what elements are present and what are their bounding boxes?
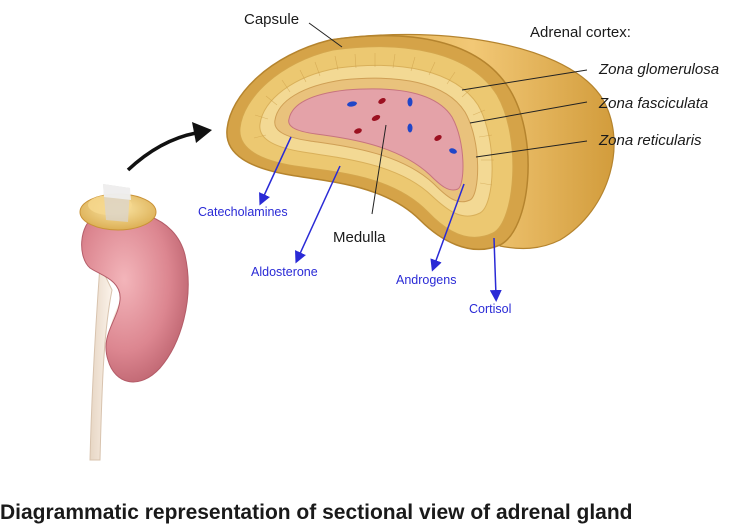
capsule-label: Capsule bbox=[244, 11, 300, 28]
adrenal-cortex-heading: Adrenal cortex: bbox=[530, 24, 631, 41]
hormone-arrows bbox=[259, 136, 502, 302]
zona-glomerulosa-label: Zona glomerulosa bbox=[599, 61, 720, 78]
aldosterone-label: Aldosterone bbox=[251, 265, 318, 279]
adrenal-gland-diagram: Capsule Adrenal cortex: Zona glomerulosa… bbox=[79, 11, 720, 461]
catecholamines-label: Catecholamines bbox=[198, 205, 288, 219]
zona-fasciculata-label: Zona fasciculata bbox=[599, 95, 709, 112]
kidney-illustration bbox=[79, 184, 189, 461]
zoom-arrow bbox=[126, 122, 212, 172]
cortisol-label: Cortisol bbox=[469, 302, 512, 316]
figure-caption: Diagrammatic representation of sectional… bbox=[0, 501, 633, 524]
zona-reticularis-label: Zona reticularis bbox=[599, 132, 702, 149]
androgens-label: Androgens bbox=[396, 273, 457, 287]
diagram-graphic bbox=[79, 22, 615, 461]
medulla-vessels bbox=[347, 97, 457, 154]
adrenal-section bbox=[226, 33, 615, 251]
medulla-label: Medulla bbox=[333, 229, 386, 246]
leader-lines bbox=[308, 22, 588, 215]
